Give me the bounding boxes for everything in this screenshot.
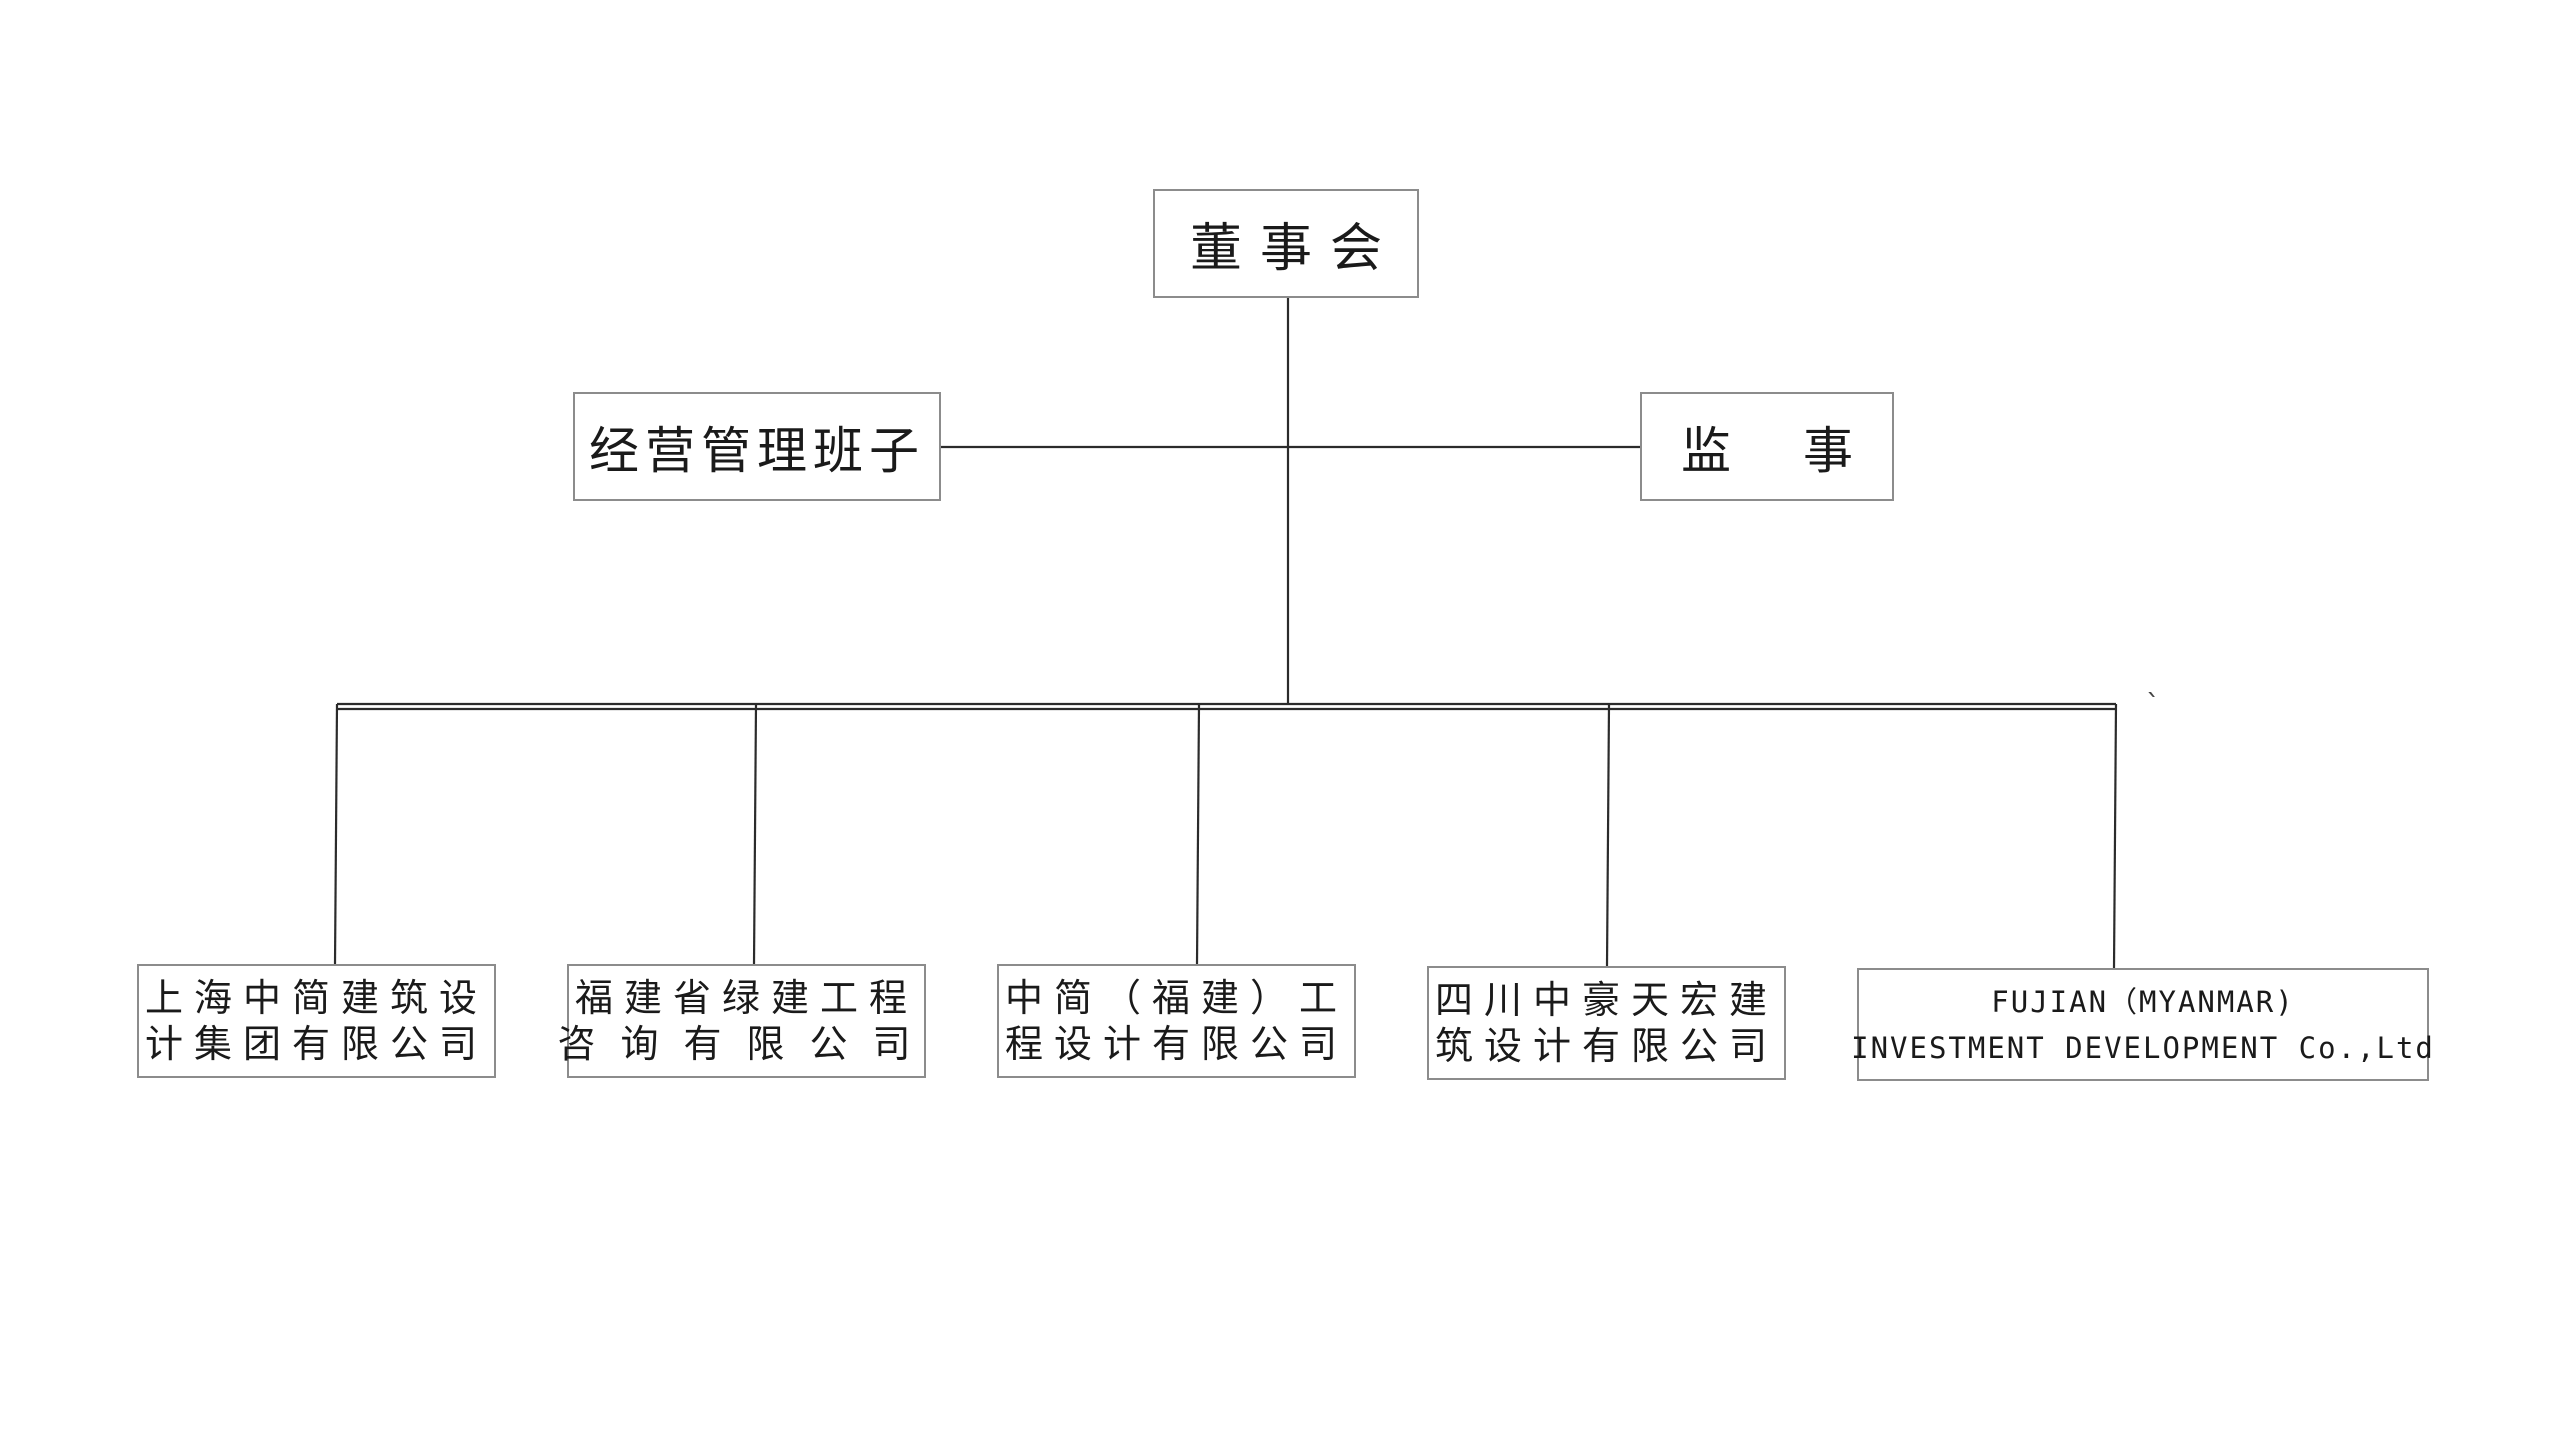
management-label: 经营管理班子 xyxy=(589,421,925,480)
board-box: 董事会 xyxy=(1153,189,1419,298)
subsidiary-3-line-2: 程设计有限公司 xyxy=(1004,1022,1348,1066)
subsidiary-4-line-2: 筑设计有限公司 xyxy=(1434,1024,1778,1068)
subsidiary-box-4: 四川中豪天宏建 筑设计有限公司 xyxy=(1427,966,1786,1080)
subsidiary-box-5: FUJIAN（MYANMAR) INVESTMENT DEVELOPMENT C… xyxy=(1851,968,2433,1081)
drop-line-5 xyxy=(2112,703,2118,969)
supervisor-box: 监 事 xyxy=(1640,392,1894,501)
subsidiary-box-3: 中简（福建）工 程设计有限公司 xyxy=(997,964,1356,1078)
subsidiary-box-1: 上海中简建筑设 计集团有限公司 xyxy=(137,964,496,1078)
supervisor-label: 监 事 xyxy=(1681,421,1881,480)
board-label: 董事会 xyxy=(1189,219,1400,279)
subsidiary-5-line-2: INVESTMENT DEVELOPMENT Co.,Ltd xyxy=(1851,1030,2435,1065)
drop-line-3 xyxy=(1195,703,1201,965)
subsidiary-1-line-2: 计集团有限公司 xyxy=(144,1022,488,1066)
stray-mark: ` xyxy=(2146,688,2160,721)
drop-line-4 xyxy=(1605,703,1611,967)
drop-line-1 xyxy=(333,703,339,965)
management-box: 经营管理班子 xyxy=(573,392,941,501)
subsidiary-3-line-1: 中简（福建）工 xyxy=(1004,976,1348,1020)
subsidiary-4-line-1: 四川中豪天宏建 xyxy=(1434,978,1778,1022)
subsidiary-2-line-2: 咨询有限公司 xyxy=(557,1022,936,1066)
subsidiary-5-line-1: FUJIAN（MYANMAR) xyxy=(1991,984,2295,1019)
subsidiary-box-2: 福建省绿建工程 咨询有限公司 xyxy=(558,964,926,1078)
subsidiary-2-line-1: 福建省绿建工程 xyxy=(574,976,918,1020)
drop-line-2 xyxy=(752,703,758,965)
subsidiary-1-line-1: 上海中简建筑设 xyxy=(144,976,488,1020)
